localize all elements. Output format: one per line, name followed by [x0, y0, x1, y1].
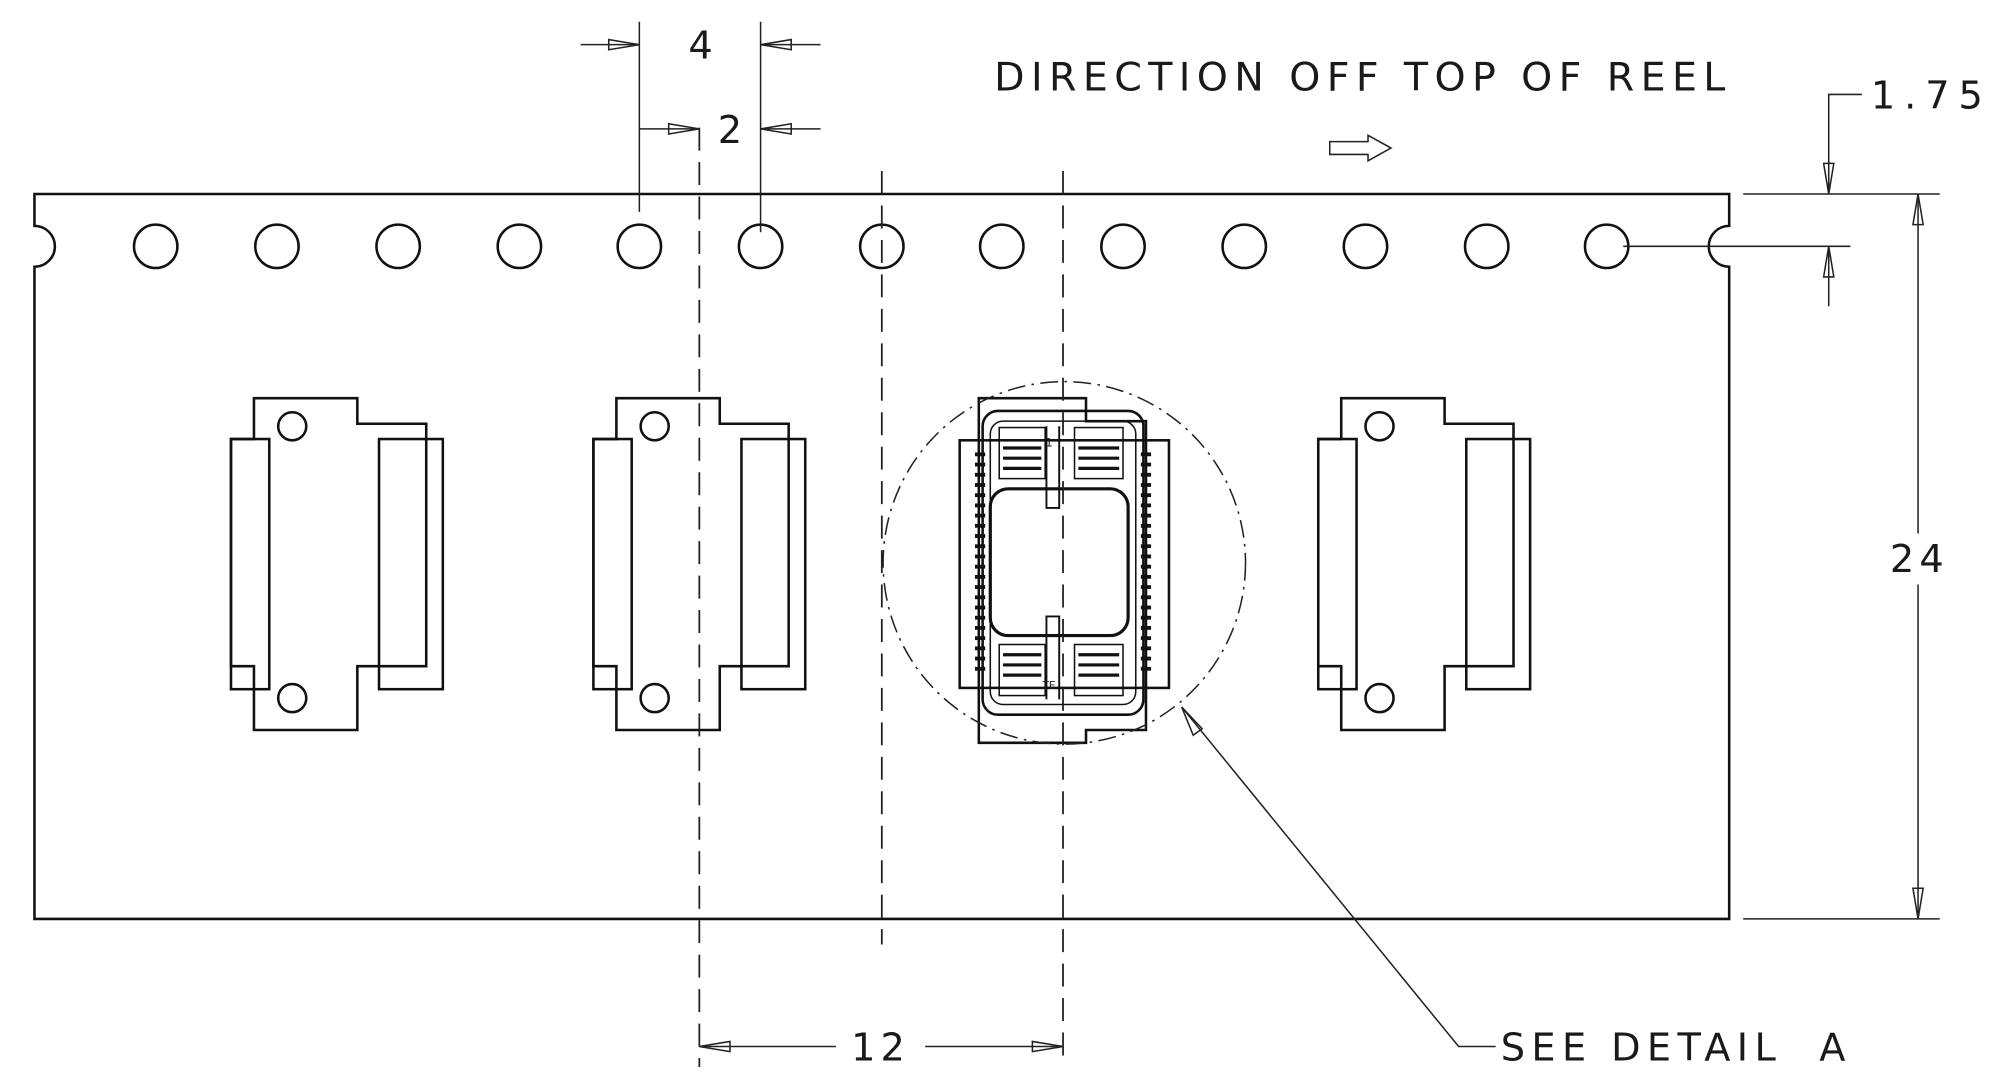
dim-offset	[639, 122, 821, 135]
dim-pocket-pitch-label: 12	[851, 1026, 910, 1071]
carrier-tape-outline	[33, 192, 1731, 921]
pin-one-mark: 1	[1045, 436, 1052, 450]
connector-pins-right	[1140, 452, 1152, 671]
empty-pocket-1	[229, 396, 445, 732]
dim-hole-pitch	[580, 21, 821, 233]
connector-component	[958, 396, 1171, 745]
direction-note: DIRECTION OFF TOP OF REEL	[994, 55, 1732, 101]
detail-leader	[1181, 706, 1496, 1048]
dim-edge-to-hole	[1623, 93, 1940, 307]
detail-a-circle	[882, 380, 1247, 745]
connector-pins-left	[974, 452, 986, 671]
empty-pocket-3	[1316, 396, 1532, 732]
direction-arrow-icon	[1328, 133, 1393, 163]
dim-hole-pitch-label: 4	[688, 24, 712, 69]
brand-mark: TE	[1042, 681, 1056, 692]
dim-offset-label: 2	[718, 108, 742, 153]
dim-tape-width-label: 24	[1890, 537, 1949, 582]
detail-callout: SEE DETAIL A	[1501, 1026, 1852, 1071]
dim-tape-width	[1743, 193, 1940, 920]
dim-pocket-pitch	[699, 1040, 1064, 1053]
centerlines	[698, 127, 1064, 1067]
dim-edge-to-hole-label: 1.75	[1871, 73, 1992, 118]
